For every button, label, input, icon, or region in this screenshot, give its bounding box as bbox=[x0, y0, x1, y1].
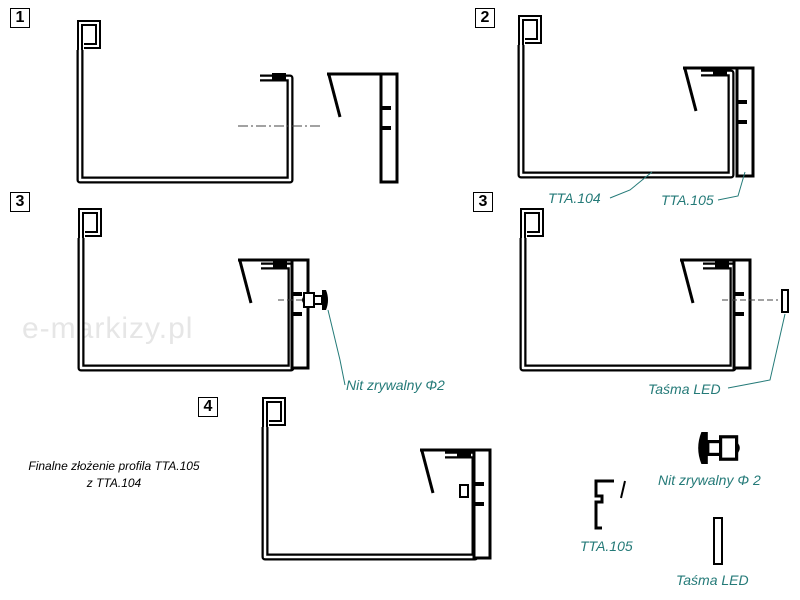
tta105-profile bbox=[678, 258, 753, 370]
caption-line-2: z TTA.104 bbox=[86, 476, 142, 490]
step-3-badge: 3 bbox=[10, 192, 30, 212]
tta104-profile bbox=[523, 211, 733, 368]
leader-line bbox=[717, 171, 746, 201]
step-4-badge: 4 bbox=[198, 397, 218, 417]
label-led-step3: Taśma LED bbox=[648, 381, 721, 397]
tta104-profile bbox=[521, 18, 731, 175]
label-tta105-part: TTA.105 bbox=[580, 538, 633, 554]
tta105-profile bbox=[681, 66, 756, 178]
step-2-badge: 2 bbox=[475, 8, 495, 28]
label-rivet-step3: Nit zrywalny Φ2 bbox=[346, 377, 445, 393]
step-1-badge: 1 bbox=[10, 8, 30, 28]
label-tta104: TTA.104 bbox=[548, 190, 601, 206]
step4-drawing bbox=[265, 400, 493, 560]
tta105-part bbox=[594, 479, 626, 530]
leader-line bbox=[327, 309, 346, 386]
step1-drawing bbox=[80, 23, 400, 184]
leader-line bbox=[727, 313, 786, 389]
tta104-profile bbox=[81, 211, 291, 368]
led-strip bbox=[781, 289, 789, 313]
caption-line-1: Finalne złożenie profila TTA.105 bbox=[28, 459, 200, 473]
step-3b-badge: 3 bbox=[473, 192, 493, 212]
tta104-profile bbox=[80, 23, 290, 180]
watermark: e-markizy.pl bbox=[22, 312, 194, 345]
tta105-profile bbox=[418, 448, 493, 560]
step2-drawing bbox=[521, 18, 756, 201]
label-tta105: TTA.105 bbox=[661, 192, 714, 208]
step3-led-drawing bbox=[523, 211, 789, 389]
tta104-profile bbox=[265, 400, 475, 557]
final-assembly-caption: Finalne złożenie profila TTA.105 z TTA.1… bbox=[4, 458, 224, 492]
rivet bbox=[459, 484, 469, 498]
label-rivet-part: Nit zrywalny Φ 2 bbox=[658, 472, 761, 488]
tta105-profile bbox=[236, 258, 311, 370]
step3-rivet-drawing bbox=[81, 211, 346, 386]
label-led-part: Taśma LED bbox=[676, 572, 749, 588]
tta105-profile bbox=[325, 72, 400, 184]
rivet bbox=[301, 289, 329, 311]
parts-list bbox=[594, 430, 742, 565]
led-part bbox=[713, 517, 723, 565]
rivet-part bbox=[696, 430, 742, 466]
leader-line bbox=[609, 171, 653, 199]
